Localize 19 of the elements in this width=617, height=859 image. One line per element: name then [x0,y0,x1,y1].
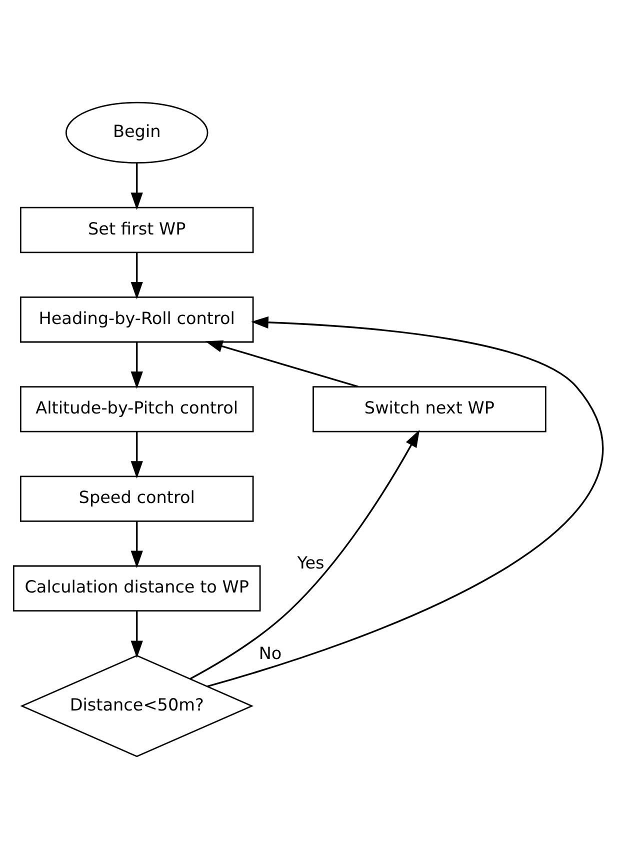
node-box: Set first WP [20,206,254,254]
arrow [130,432,143,479]
arrow [130,521,143,568]
node-box: Calculation distance to WP [12,565,261,612]
node-ellipse: Begin [65,102,208,164]
arrow [130,162,143,210]
node-box: Switch next WP [312,386,546,432]
node-diamond: Distance<50m? [20,654,254,758]
node-box: Heading-by-Roll control [20,296,254,343]
arrow [130,610,143,658]
arrow [190,430,420,680]
node-box: Speed control [20,476,254,522]
edge-label: Yes [297,552,324,572]
arrow [130,252,143,300]
edge-label: No [258,643,282,664]
node-box: Altitude-by-Pitch control [20,386,254,432]
arrow [130,342,143,389]
arrow [207,316,604,688]
arrow [205,340,358,388]
